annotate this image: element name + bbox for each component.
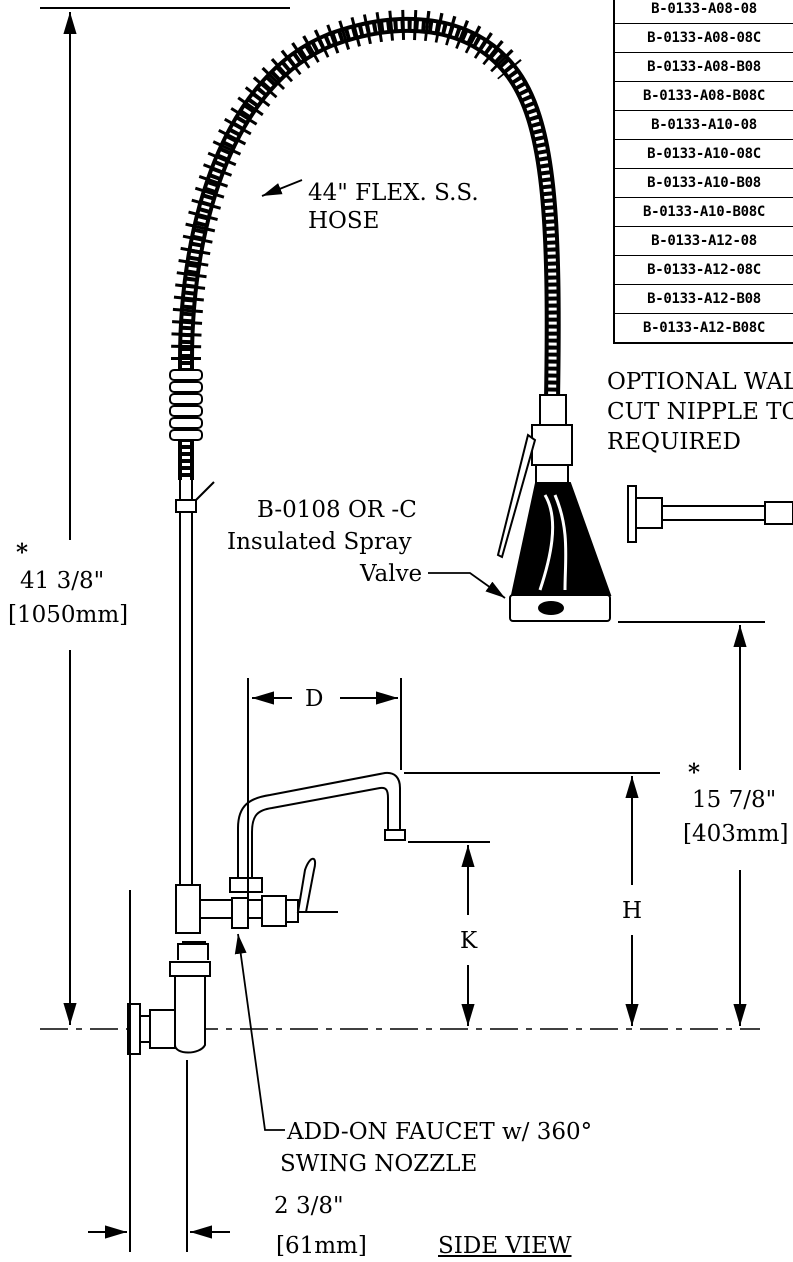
flex-hose-spring xyxy=(171,9,561,480)
faucet-label-line1: ADD-ON FAUCET w/ 360° xyxy=(287,1119,593,1145)
spray-height-inches: 15 7/8" xyxy=(692,787,777,813)
offset-inches: 2 3/8" xyxy=(274,1193,344,1219)
leader-lines xyxy=(234,179,506,1131)
table-row: B-0133-A10-B08C xyxy=(615,197,793,226)
optional-label-line1: OPTIONAL WALL xyxy=(607,369,793,395)
table-row: B-0133-A08-B08C xyxy=(615,81,793,110)
table-row: B-0133-A12-B08C xyxy=(615,313,793,342)
table-row: B-0133-A10-08 xyxy=(615,110,793,139)
spray-valve xyxy=(496,394,612,622)
tee-assembly xyxy=(175,857,338,957)
overall-height-mm: [1050mm] xyxy=(8,602,129,628)
valve-label-line2: Insulated Spray xyxy=(227,529,412,555)
table-row: B-0133-A10-08C xyxy=(615,139,793,168)
k-dimension-label: K xyxy=(460,928,478,954)
table-row: B-0133-A12-08 xyxy=(615,226,793,255)
swing-spout xyxy=(229,771,406,893)
spray-height-dimension xyxy=(618,621,765,1026)
optional-label-line3: REQUIRED xyxy=(607,429,741,455)
coil-base-rings xyxy=(169,369,203,441)
model-number-table: B-0133-A08-08 B-0133-A08-08C B-0133-A08-… xyxy=(613,0,793,344)
table-row: B-0133-A08-08C xyxy=(615,23,793,52)
spray-height-mm: [403mm] xyxy=(683,821,789,847)
table-row: B-0133-A08-08 xyxy=(651,0,757,17)
wall-flange-elbow xyxy=(127,943,211,1055)
table-row: B-0133-A08-B08 xyxy=(615,52,793,81)
hose-label-line1: 44" FLEX. S.S. xyxy=(308,180,479,206)
view-title: SIDE VIEW xyxy=(438,1233,572,1259)
overall-height-dimension xyxy=(40,7,290,1025)
h-dimension xyxy=(404,772,660,1026)
riser-pipe xyxy=(175,445,215,890)
d-dimension-label: D xyxy=(305,686,324,712)
overall-height-star: * xyxy=(16,539,29,566)
table-row: B-0133-A10-B08 xyxy=(615,168,793,197)
offset-dimension xyxy=(88,890,230,1252)
k-dimension xyxy=(408,841,490,1026)
overall-height-inches: 41 3/8" xyxy=(20,568,105,594)
faucet-label-line2: SWING NOZZLE xyxy=(280,1151,478,1177)
valve-label-line3: Valve xyxy=(360,561,423,587)
hose-label-line2: HOSE xyxy=(308,208,380,234)
spray-height-star: * xyxy=(688,759,701,786)
offset-mm: [61mm] xyxy=(276,1233,367,1259)
table-row: B-0133-A12-08C xyxy=(615,255,793,284)
table-row: B-0133-A12-B08 xyxy=(615,284,793,313)
optional-label-line2: CUT NIPPLE TO xyxy=(607,399,793,425)
d-dimension xyxy=(247,678,402,905)
valve-label-line1: B-0108 OR -C xyxy=(257,497,417,523)
h-dimension-label: H xyxy=(622,898,643,924)
optional-wall-nipple xyxy=(627,485,793,543)
